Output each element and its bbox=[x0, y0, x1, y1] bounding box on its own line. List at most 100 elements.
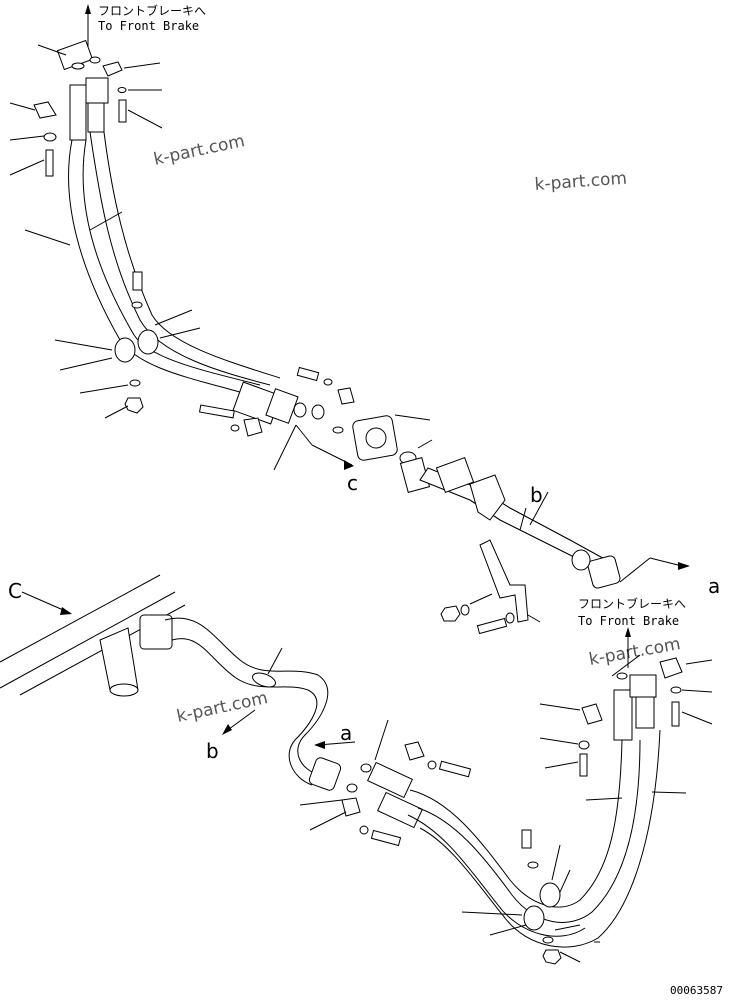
bracket bbox=[479, 539, 529, 623]
pipe-clamp bbox=[252, 672, 276, 688]
hose-end-fitting bbox=[69, 84, 87, 141]
washer bbox=[427, 760, 437, 770]
hose-end-fitting bbox=[376, 791, 424, 829]
lower-hose-clamp bbox=[461, 829, 600, 965]
callout-c-upper: C bbox=[8, 579, 22, 603]
o-ring bbox=[332, 426, 344, 434]
lower-hoses bbox=[407, 729, 687, 948]
split-flange-half bbox=[659, 657, 683, 679]
watermark: k-part.com bbox=[534, 169, 628, 195]
washer bbox=[542, 936, 554, 944]
lower-pipe: b a bbox=[164, 617, 356, 791]
watermark: k-part.com bbox=[175, 688, 270, 727]
washer bbox=[527, 861, 539, 869]
bolt bbox=[198, 404, 235, 419]
bolt bbox=[45, 149, 54, 177]
middle-fittings bbox=[198, 366, 433, 471]
bolt bbox=[118, 99, 127, 123]
washer bbox=[117, 87, 127, 93]
washer bbox=[359, 825, 369, 835]
fitting-block bbox=[629, 674, 657, 698]
lower-fittings bbox=[299, 719, 472, 847]
split-flange-half bbox=[581, 703, 603, 725]
arrow-up-icon bbox=[625, 627, 631, 637]
note-en-top: To Front Brake bbox=[98, 19, 199, 33]
watermark: k-part.com bbox=[152, 131, 247, 170]
bolt bbox=[579, 753, 588, 777]
o-ring bbox=[360, 763, 372, 773]
pipe-flange bbox=[435, 457, 475, 493]
doc-number: 00063587 bbox=[670, 984, 723, 997]
o-ring bbox=[293, 402, 307, 418]
hose-end-fitting bbox=[366, 761, 414, 799]
nut bbox=[124, 397, 144, 414]
flange-bore bbox=[365, 427, 387, 449]
o-ring bbox=[71, 62, 85, 70]
top-fitting-block bbox=[33, 39, 127, 177]
callout-b-lower: b bbox=[206, 739, 219, 763]
valve-port bbox=[109, 683, 139, 697]
pipe-flange bbox=[587, 555, 621, 589]
valve-body bbox=[99, 627, 139, 691]
bolt bbox=[521, 829, 532, 849]
o-ring bbox=[89, 56, 101, 64]
frame-member bbox=[0, 574, 186, 697]
upper-hoses bbox=[68, 131, 281, 396]
arrow-left-icon bbox=[314, 741, 325, 749]
arrow-up-icon bbox=[85, 4, 91, 14]
pipe-flange bbox=[308, 757, 342, 791]
washer bbox=[670, 686, 682, 694]
upper-hose-clamp bbox=[54, 271, 201, 419]
bolt bbox=[476, 617, 508, 635]
o-ring bbox=[346, 783, 358, 793]
nut bbox=[440, 605, 461, 622]
clamp-half bbox=[539, 882, 561, 908]
fitting-block bbox=[85, 77, 109, 104]
washer bbox=[43, 132, 57, 142]
note-jp-right: フロントブレーキへ bbox=[578, 596, 686, 611]
washer bbox=[578, 740, 590, 750]
washer bbox=[230, 424, 240, 432]
washer bbox=[129, 379, 141, 387]
bolt bbox=[296, 366, 320, 382]
split-flange-half bbox=[243, 417, 263, 437]
split-flange-half bbox=[33, 101, 57, 119]
elbow bbox=[469, 474, 506, 521]
right-fitting-block: フロントブレーキへ To Front Brake bbox=[539, 596, 713, 777]
hose-end-fitting bbox=[613, 689, 633, 741]
callout-c-upper-group: C bbox=[8, 579, 72, 615]
clamp-half bbox=[523, 905, 545, 931]
nut bbox=[542, 949, 562, 965]
washer bbox=[131, 301, 143, 309]
split-flange-half bbox=[341, 797, 361, 817]
clamp-half bbox=[137, 329, 159, 355]
split-flange-half bbox=[337, 387, 355, 405]
callout-b-upper: b bbox=[530, 483, 543, 507]
bolt bbox=[370, 829, 402, 847]
hose-end-fitting bbox=[265, 388, 299, 424]
pipe-collar bbox=[571, 549, 591, 571]
split-flange-half bbox=[102, 61, 123, 77]
bolt bbox=[671, 701, 680, 727]
callout-a-lower: a bbox=[340, 721, 352, 745]
valve-flange bbox=[139, 614, 173, 650]
bolt bbox=[132, 271, 143, 291]
callout-c-lower: c bbox=[347, 471, 358, 495]
bolt bbox=[438, 760, 472, 778]
o-ring bbox=[616, 672, 628, 680]
washer bbox=[323, 378, 333, 386]
arrow-right-icon bbox=[60, 607, 72, 615]
note-jp-top: フロントブレーキへ bbox=[98, 3, 206, 18]
pipe-assembly bbox=[399, 457, 690, 589]
arrow-right-icon bbox=[678, 562, 690, 570]
arrow-down-left-icon bbox=[222, 724, 232, 735]
washer bbox=[460, 604, 470, 616]
pipe-bracket bbox=[440, 539, 541, 635]
washer bbox=[505, 612, 515, 624]
o-ring bbox=[311, 404, 325, 420]
callout-a-upper: a bbox=[708, 574, 720, 598]
note-en-right: To Front Brake bbox=[578, 614, 679, 628]
clamp-half bbox=[114, 337, 136, 363]
split-flange-half bbox=[404, 741, 425, 761]
